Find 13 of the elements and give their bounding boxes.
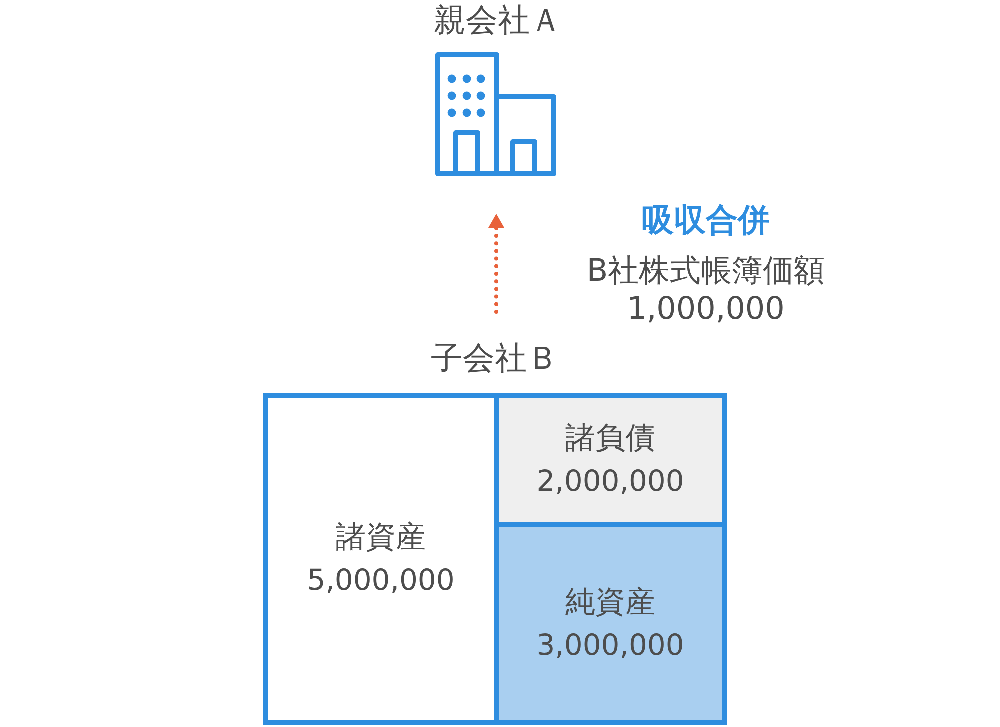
account-name: 純資産 (566, 584, 656, 622)
account-name: 諸資産 (336, 519, 426, 557)
amount: 2,000,000 (536, 463, 684, 500)
company-name: 子会社Ｂ (430, 338, 560, 378)
balance-sheet-cell (499, 398, 722, 527)
amount: 3,000,000 (536, 626, 684, 664)
amount: 5,000,000 (307, 562, 455, 599)
arrow (488, 212, 504, 314)
balance-sheet-cell (499, 527, 722, 720)
book-value-text: B社株式帳簿価額 1,000,000 (586, 252, 826, 328)
account-name: 諸負債 (566, 420, 656, 458)
company-name: 親会社Ａ (433, 0, 563, 40)
merger-title: 吸収合併 (641, 200, 771, 240)
